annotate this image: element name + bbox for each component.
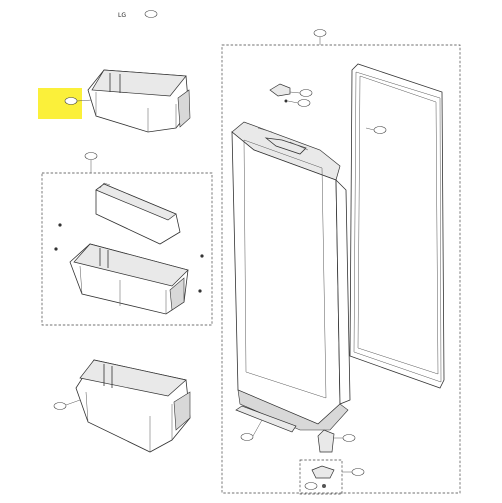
callout-cover — [240, 433, 254, 441]
door-gasket — [349, 63, 445, 389]
callout-top-center — [144, 10, 158, 18]
callout-gasket — [373, 126, 387, 134]
logo-text: LG — [118, 12, 126, 19]
callout-lower-hinge-a — [342, 434, 356, 442]
lower-hinge-frame — [299, 459, 343, 495]
callout-lower-hinge-c — [304, 482, 318, 490]
callout-group-left — [84, 152, 98, 160]
callout-lower-hinge-b — [351, 468, 365, 476]
screws — [54, 223, 204, 293]
shelf-rail — [95, 182, 181, 245]
bin-group-frame — [41, 172, 213, 326]
door-bin-top — [64, 69, 191, 133]
lower-hinge — [299, 429, 365, 495]
lower-cover — [235, 405, 297, 441]
callout-upper-hinge — [299, 89, 313, 97]
upper-hinge — [269, 83, 313, 107]
callout-lower-bin — [53, 402, 67, 410]
door-panel — [231, 121, 351, 431]
logo-mark: LG — [118, 10, 158, 19]
group-callout — [84, 152, 98, 173]
door-bin-middle — [69, 243, 189, 315]
callout-top-left-bin — [64, 97, 78, 105]
callout-hinge-part — [297, 99, 311, 107]
door-bin-lower — [53, 359, 191, 453]
callout-door-assembly — [313, 29, 327, 37]
door-assembly-callout — [313, 29, 327, 45]
door-assembly-frame — [221, 44, 461, 494]
